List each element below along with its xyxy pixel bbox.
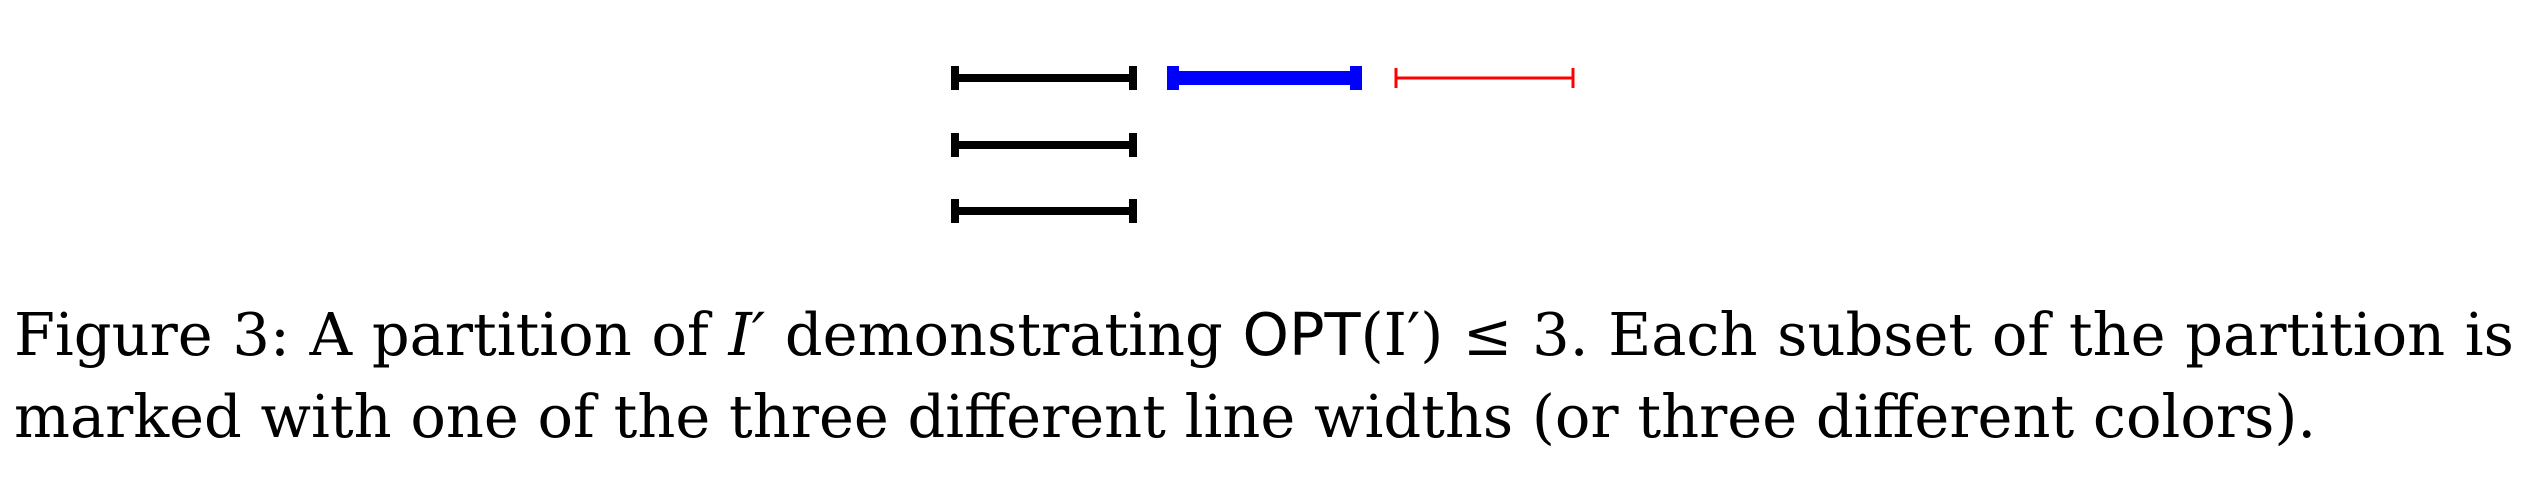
red-segment [1394,68,1575,88]
caption-text-a: A partition of [309,300,709,369]
caption-inequality: (I′) ≤ 3. [1360,300,1589,369]
caption-line-1: Figure 3: A partition of I′ demonstratin… [14,294,2514,376]
caption-label: Figure 3: [14,300,290,369]
black-segment-2-right-endpoint [1129,133,1137,157]
caption-text-c: Each subset of the partition is [1608,300,2514,369]
black-segment-2 [951,133,1137,157]
caption-text-b: demonstrating [784,300,1223,369]
black-segment-1-left-endpoint [951,66,959,90]
caption-line-2: marked with one of the three different l… [14,382,2317,451]
black-segment-1-right-endpoint [1129,66,1137,90]
caption-variable-i-prime: I′ [728,300,766,369]
interval-segments [951,66,1575,223]
blue-segment-left-endpoint [1167,66,1179,90]
blue-segment-right-endpoint [1350,66,1362,90]
partition-figure [951,66,1575,223]
caption-opt: OPT [1242,300,1361,369]
blue-segment [1167,66,1362,90]
black-segment-3-left-endpoint [951,199,959,223]
black-segment-3-right-endpoint [1129,199,1137,223]
figure-caption: Figure 3: A partition of I′ demonstratin… [14,294,2514,458]
red-segment-left-endpoint [1394,68,1398,88]
red-segment-right-endpoint [1571,68,1575,88]
black-segment-1 [951,66,1137,90]
black-segment-2-left-endpoint [951,133,959,157]
black-segment-3 [951,199,1137,223]
